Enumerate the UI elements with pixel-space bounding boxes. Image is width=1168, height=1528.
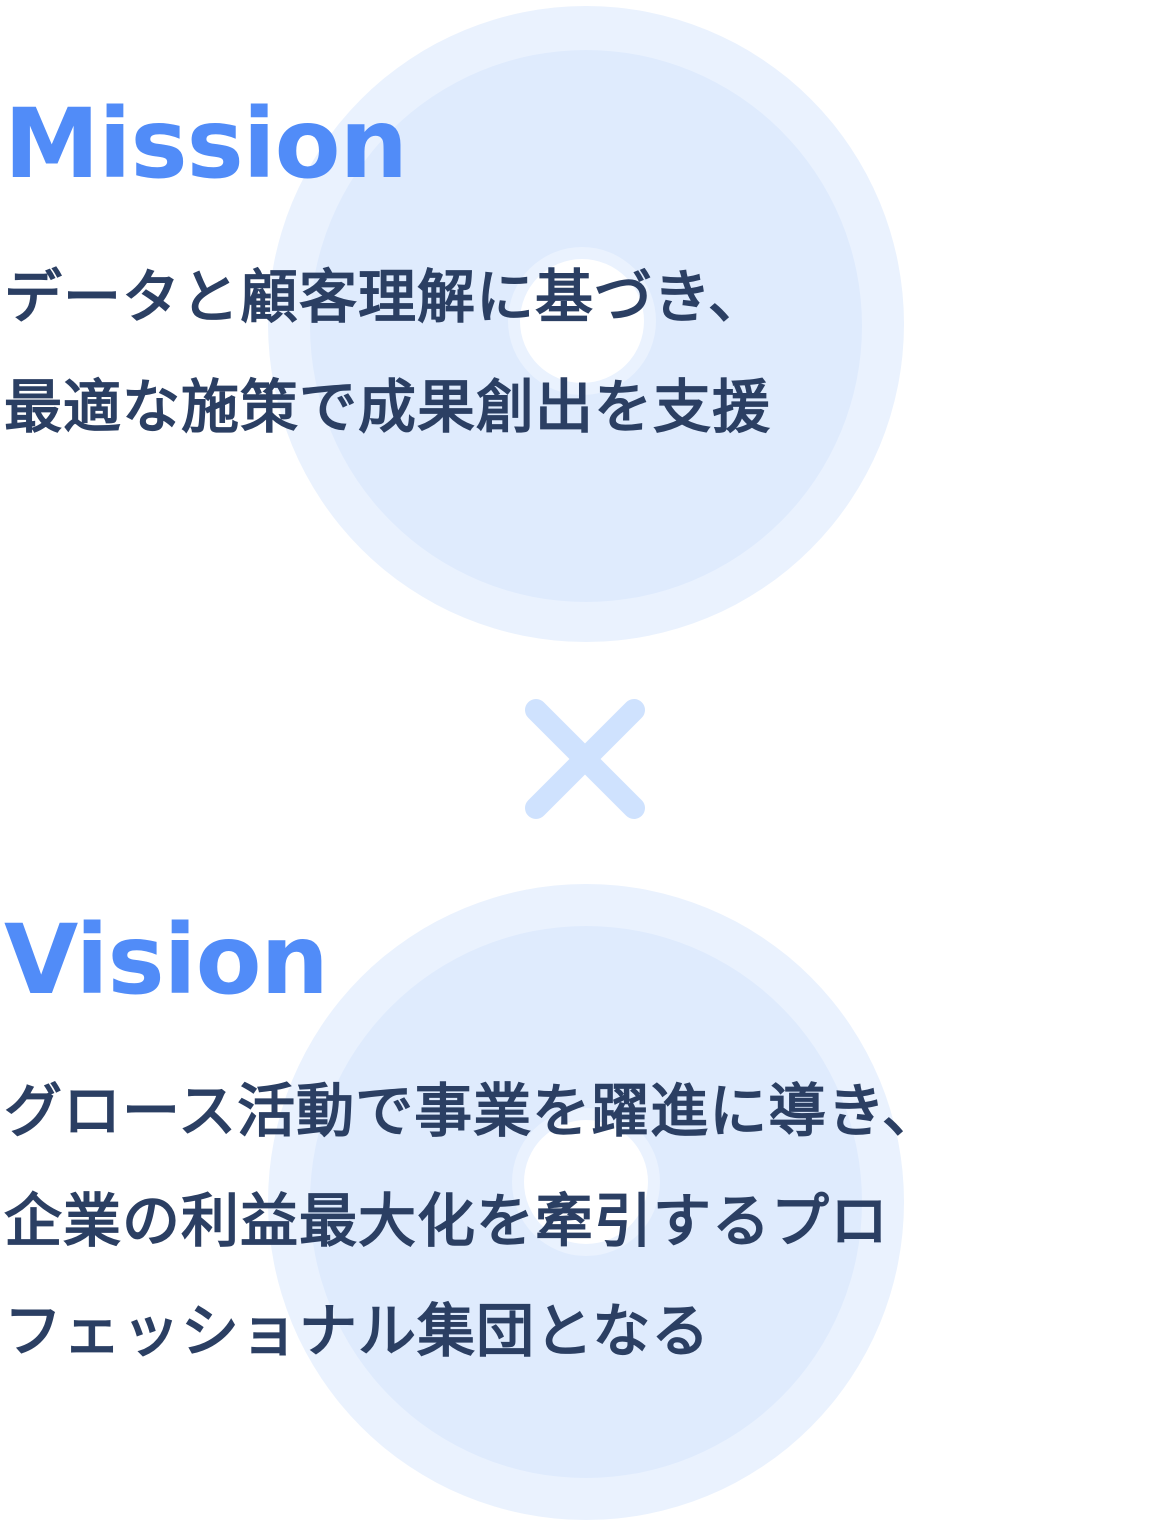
mission-title: Mission bbox=[4, 88, 408, 200]
mission-statement: データと顧客理解に基づき、 最適な施策で成果創出を支援 bbox=[4, 242, 771, 462]
vision-line-3: フェッショナル集団となる bbox=[4, 1297, 711, 1365]
mission-line-1: データと顧客理解に基づき、 bbox=[4, 263, 767, 331]
mission-line-2: 最適な施策で成果創出を支援 bbox=[4, 373, 772, 441]
vision-line-1: グロース活動で事業を躍進に導き、 bbox=[4, 1077, 942, 1145]
vision-statement: グロース活動で事業を躍進に導き、 企業の利益最大化を牽引するプロ フェッショナル… bbox=[4, 1056, 941, 1386]
vision-inner-core bbox=[524, 1120, 648, 1244]
mission-inner-core bbox=[520, 259, 644, 383]
vision-title: Vision bbox=[4, 904, 329, 1016]
multiply-icon bbox=[525, 699, 645, 819]
vision-line-2: 企業の利益最大化を牽引するプロ bbox=[4, 1187, 890, 1255]
